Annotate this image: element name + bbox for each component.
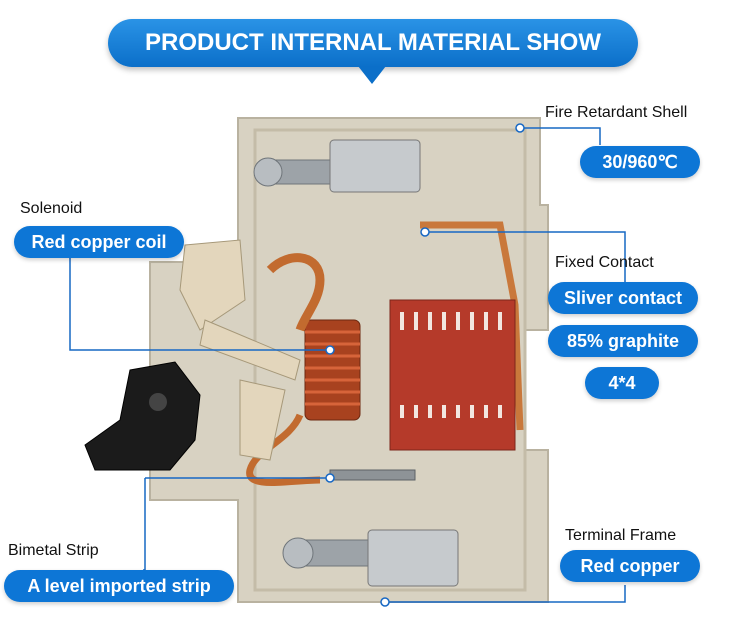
banner-pointer [358, 66, 386, 84]
fire-shell-label: Fire Retardant Shell [545, 104, 688, 121]
bimetal-badge: A level imported strip [4, 570, 234, 602]
arc-chute [389, 299, 516, 451]
trip-lever [179, 239, 246, 331]
linkage [239, 379, 286, 461]
terminal-frame-badge: Red copper [560, 550, 700, 582]
callout-lines [69, 127, 626, 603]
fixed-contact-badge-2: 85% graphite [548, 325, 698, 357]
braided-wire-bottom [246, 413, 321, 486]
solenoid-badge: Red copper coil [14, 226, 184, 258]
fixed-contact-badge-1: Sliver contact [548, 282, 698, 314]
callout-dots [325, 123, 525, 607]
bimetal-label: Bimetal Strip [8, 542, 99, 559]
top-terminal-frame [329, 139, 421, 193]
bottom-terminal-frame [367, 529, 459, 587]
copper-busbar [420, 221, 524, 431]
fixed-contact-label: Fixed Contact [555, 254, 654, 271]
knob-pin [149, 393, 167, 411]
coil-windings [305, 330, 360, 406]
top-screw-head [253, 157, 283, 187]
terminal-frame-label: Terminal Frame [565, 527, 677, 544]
solenoid-label: Solenoid [20, 200, 83, 217]
fixed-contact-badge-3: 4*4 [585, 367, 659, 399]
bimetal-strip [329, 469, 416, 481]
header-banner: PRODUCT INTERNAL MATERIAL SHOW [108, 19, 638, 67]
operating-knob [84, 361, 201, 471]
braided-wire-top [266, 253, 325, 332]
arc-chute-plates [400, 312, 502, 418]
fire-shell-badge: 30/960℃ [580, 146, 700, 178]
bottom-screw-head [282, 537, 314, 569]
